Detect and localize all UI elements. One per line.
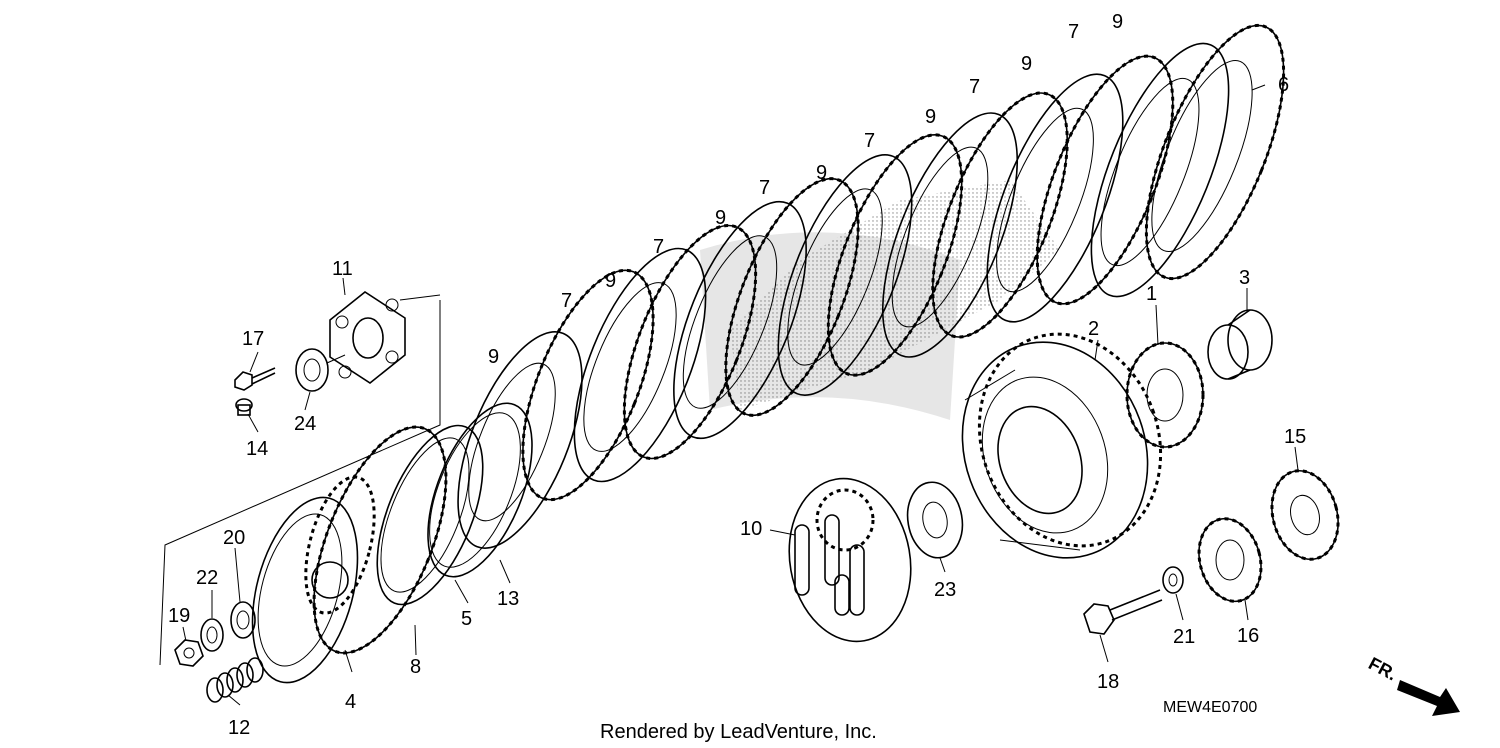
callout-6: 6 [1278,74,1289,96]
callout-13: 13 [497,588,519,610]
bearing-24 [295,348,329,392]
callout-11: 11 [332,258,353,280]
callout-2: 2 [1088,318,1099,340]
callout-7c: 7 [759,177,770,199]
clutch-center-4 [251,475,376,684]
callout-14: 14 [246,438,268,460]
lock-nut-19 [174,639,204,667]
callout-9e: 9 [925,106,936,128]
thrust-washer-23 [906,481,964,559]
lifter-assembly [234,291,406,416]
callout-9a: 9 [488,346,499,368]
callout-21: 21 [1173,626,1195,648]
credit-text: Rendered by LeadVenture, Inc. [600,721,877,743]
callout-10: 10 [740,518,762,540]
callout-16: 16 [1237,625,1259,647]
pin-14 [235,398,253,416]
lifter-plate-11 [329,291,406,384]
front-direction-arrow [1397,680,1460,716]
callout-23: 23 [934,579,956,601]
callout-3: 3 [1239,267,1250,289]
callout-4: 4 [345,691,356,713]
friction-disc-9c [573,247,707,483]
callout-9f: 9 [1021,53,1032,75]
direction-label: FR. [1365,653,1400,684]
callout-5: 5 [461,608,472,630]
callout-7a: 7 [561,290,572,312]
callout-17: 17 [242,328,264,350]
callout-8: 8 [410,656,421,678]
clutch-pressure-plate-10 [788,477,912,643]
spring-seat-5 [376,424,484,606]
bolt-17 [234,367,276,391]
callout-1: 1 [1146,283,1157,305]
clutch-plate-8 [313,426,447,654]
clutch-springs-12 [206,657,264,703]
washer-22 [200,618,224,652]
callout-labels: 1 2 3 4 5 6 7 7 7 7 7 7 7 8 9 9 9 9 9 9 … [168,11,1306,739]
judder-spring-set [312,402,533,655]
washer-21 [1162,566,1184,594]
callout-7d: 7 [864,130,875,152]
oil-pump-driven-gear-15 [1270,469,1340,561]
washer-20 [230,601,256,639]
callout-18: 18 [1097,671,1119,693]
clutch-outer-2 [961,332,1163,559]
friction-disc-9h [1090,42,1230,298]
friction-disc-9d [673,200,807,440]
callout-15: 15 [1284,426,1306,448]
callout-7f: 7 [1068,21,1079,43]
leader-lines [182,84,1299,706]
small-parts-left [159,294,441,703]
callout-7e: 7 [969,76,980,98]
friction-disc-9e [777,154,913,396]
friction-disc-9b [457,331,583,549]
plate-stack-shading [730,180,1060,410]
flange-bolt-18 [1083,589,1163,635]
callout-9c: 9 [715,207,726,229]
judder-spring-13 [427,402,533,578]
callout-9d: 9 [816,162,827,184]
callout-9b: 9 [605,270,616,292]
collar-3 [1207,309,1273,380]
friction-disc-9g [986,73,1124,323]
callout-22: 22 [196,567,218,589]
callout-7b: 7 [653,236,664,258]
callout-24: 24 [294,413,316,435]
callout-9g: 9 [1112,11,1123,33]
callout-19: 19 [168,605,190,627]
clutch-plate-stack [457,23,1286,549]
callout-20: 20 [223,527,245,549]
oil-pump-drive-sprocket-1 [1125,341,1205,449]
callout-12: 12 [228,717,250,739]
diagram-code: MEW4E0700 [1163,699,1257,716]
oil-pump-driven-sprocket-16 [1197,517,1263,603]
friction-disc-9f [881,112,1019,358]
